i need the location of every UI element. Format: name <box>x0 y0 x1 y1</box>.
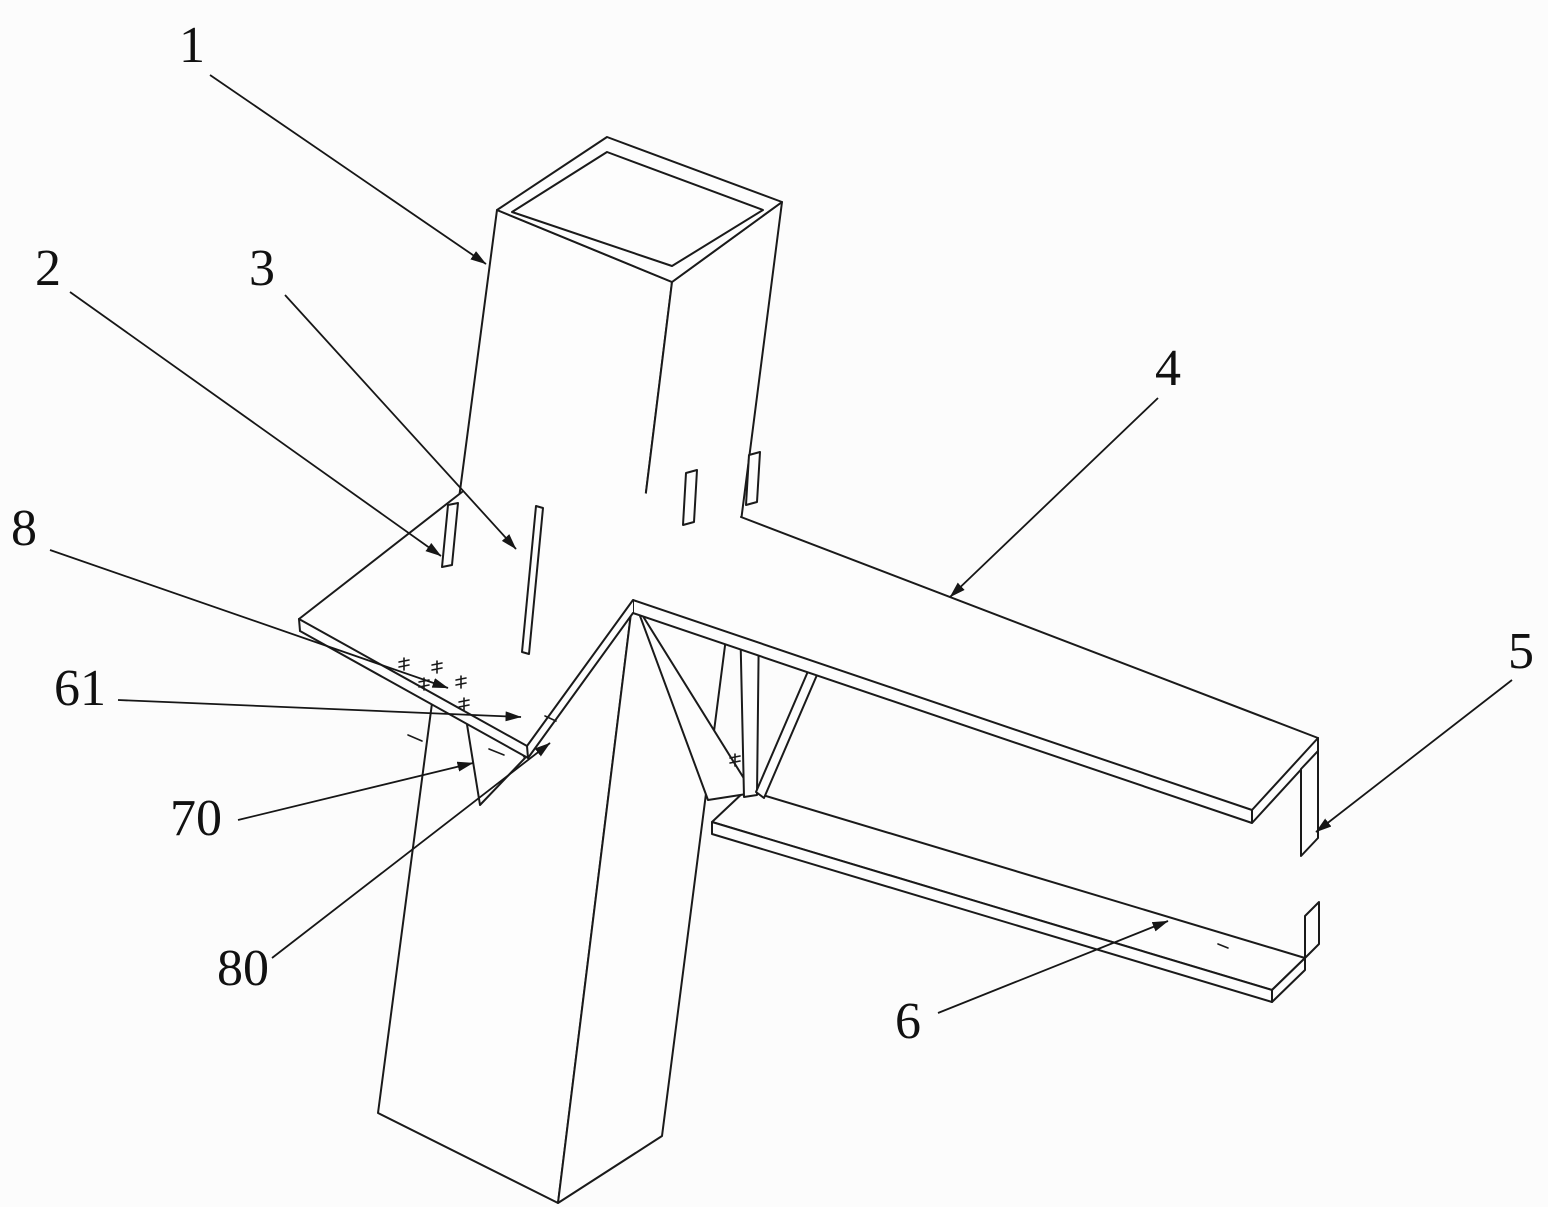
left-plate-bottom-edge <box>298 599 634 747</box>
leader-line-80 <box>271 742 551 959</box>
left-plate-thickness-a <box>299 619 528 758</box>
bolt-icon <box>729 753 741 767</box>
left-plate-thickness-lines <box>298 612 634 759</box>
label-80: 80 <box>217 940 269 997</box>
diagonal-gusset-fin <box>635 604 754 801</box>
fastener-mark <box>407 734 423 742</box>
label-3: 3 <box>249 240 275 297</box>
leader-line-6 <box>937 920 1169 1014</box>
plate-tabs <box>682 451 761 526</box>
left-diaphragm-plate <box>298 491 643 759</box>
leader-line-70 <box>237 761 474 821</box>
fastener-mark <box>544 715 557 722</box>
leader-line-5 <box>1315 679 1513 833</box>
label-5: 5 <box>1508 623 1534 680</box>
top-plate-rear-edge <box>740 516 1319 739</box>
top-plate-end-thickness <box>1252 738 1318 823</box>
reference-numerals: 1 2 3 4 5 6 8 61 70 80 <box>11 17 1534 1050</box>
bolt-icon <box>398 657 410 671</box>
leader-line-3 <box>284 294 517 550</box>
bolt-icon <box>455 675 467 689</box>
top-plate-thickness-lines <box>632 599 1319 824</box>
leader-line-4 <box>949 397 1159 598</box>
leader-line-61 <box>117 699 522 722</box>
bolt-details <box>398 657 1229 949</box>
label-6: 6 <box>895 993 921 1050</box>
label-70: 70 <box>170 790 222 847</box>
left-plate-thickness-b <box>527 600 633 758</box>
left-plate-top-edge <box>298 491 463 620</box>
locating-pin <box>521 505 544 655</box>
top-plate-front-thickness <box>633 600 1252 823</box>
joint-gusset-fins <box>635 523 824 801</box>
leader-lines <box>49 74 1513 1014</box>
bolt-icon <box>431 660 443 674</box>
beam-top-plate <box>632 492 1319 824</box>
bolt-icon <box>458 697 470 711</box>
fastener-mark <box>1217 943 1229 949</box>
edge-trim-plate <box>1300 750 1319 857</box>
chord-end-face <box>1271 957 1306 1003</box>
leader-line-1 <box>209 74 487 265</box>
leader-line-8 <box>49 549 449 689</box>
bottom-chord-beam <box>711 789 1320 1003</box>
chord-end-lip <box>1304 901 1320 959</box>
label-61: 61 <box>54 660 106 717</box>
top-plate-front-edge <box>632 599 1253 811</box>
left-plate-surface <box>299 492 643 746</box>
label-2: 2 <box>35 240 61 297</box>
fastener-mark <box>488 748 505 756</box>
label-4: 4 <box>1155 340 1181 397</box>
plate-tab-left <box>682 469 698 526</box>
column-inner-rim <box>511 151 764 267</box>
vertical-rib-gusset <box>441 502 459 568</box>
plate-tab-right <box>745 451 761 506</box>
leader-line-2 <box>69 291 442 557</box>
label-1: 1 <box>179 17 205 74</box>
label-8: 8 <box>11 500 37 557</box>
top-plate-end-edge <box>1251 737 1319 811</box>
top-plate-surface <box>633 492 1318 810</box>
